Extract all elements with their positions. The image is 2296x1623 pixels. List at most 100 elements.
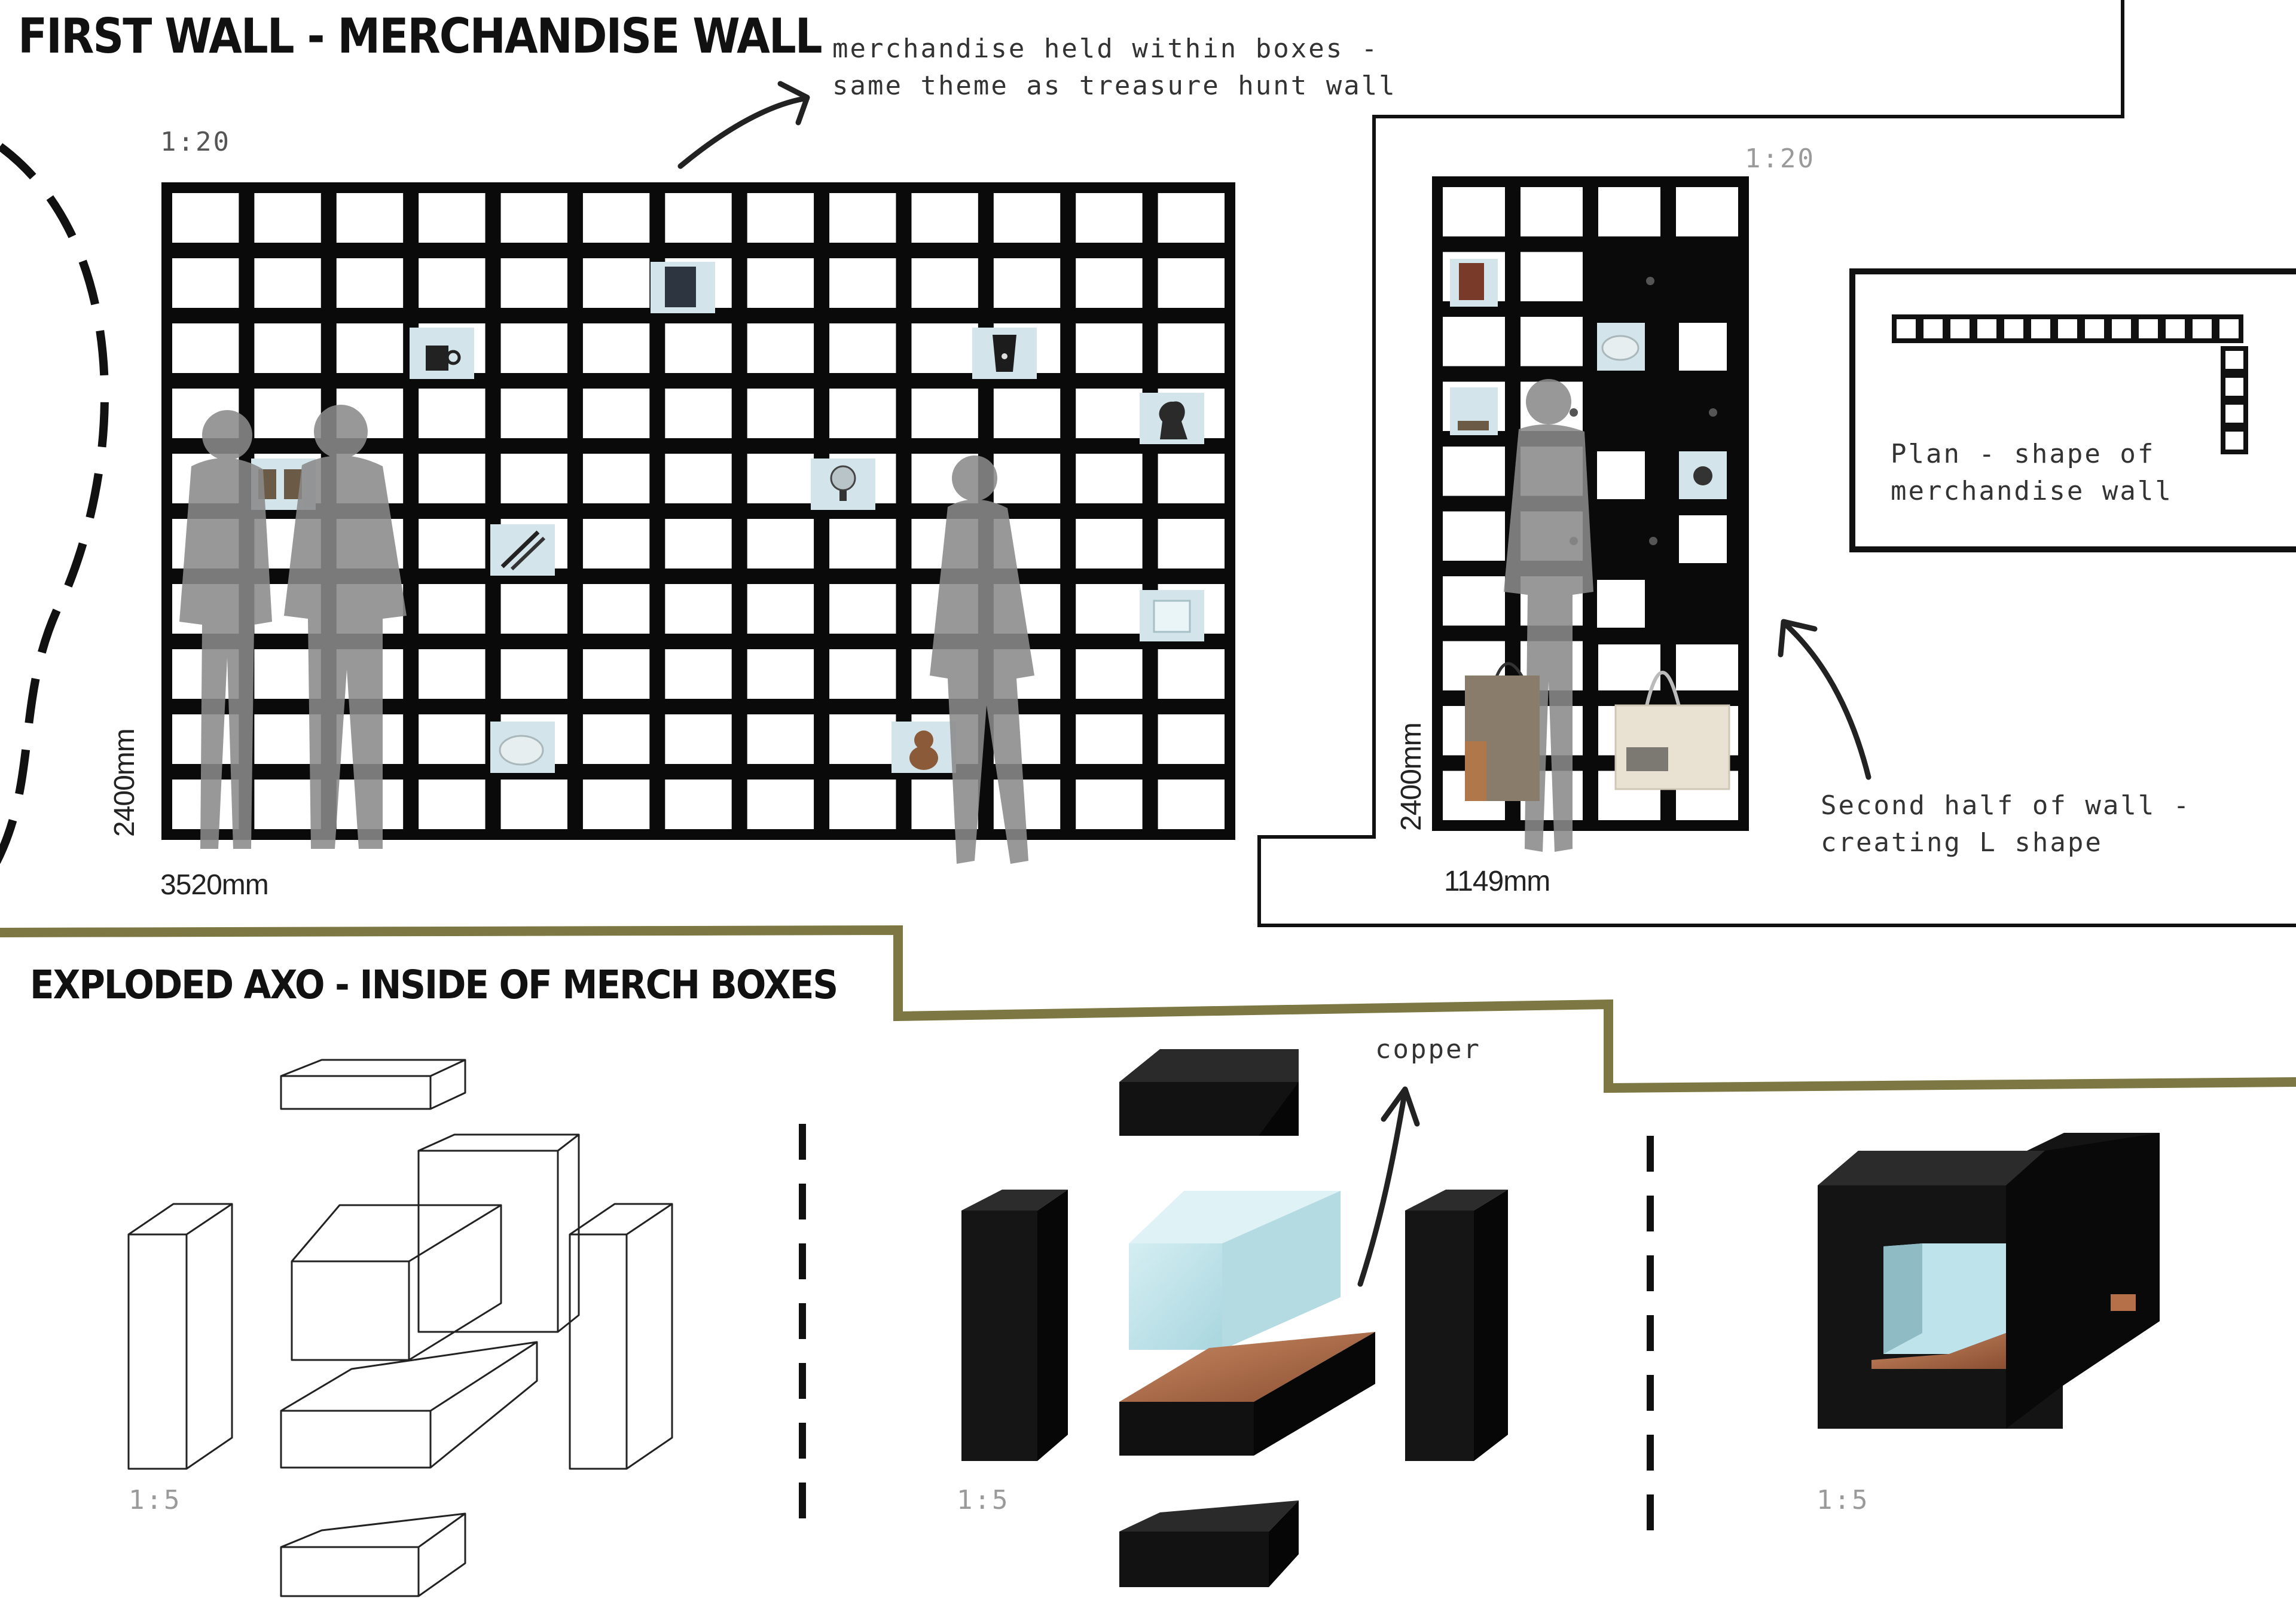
plan-module xyxy=(1892,314,1921,343)
main-wall-cell xyxy=(500,389,567,438)
section-title-exploded-axo: EXPLODED AXO - INSIDE OF MERCH BOXES xyxy=(30,962,837,1008)
plan-module xyxy=(2161,314,2190,343)
main-wall-cell xyxy=(582,584,650,634)
main-wall-cell xyxy=(829,584,896,634)
axo-wireframe xyxy=(127,1059,673,1597)
main-wall-cell xyxy=(500,649,567,699)
main-wall-cell xyxy=(582,714,650,764)
main-wall-cell xyxy=(500,454,567,503)
main-wall-cell xyxy=(665,323,732,373)
scale-axo-assembled: 1:5 xyxy=(1816,1485,1869,1515)
main-wall-cell xyxy=(993,389,1061,438)
note-second-half-line2: creating L shape xyxy=(1821,827,2103,858)
main-wall-cell xyxy=(665,454,732,503)
merch-item-bust xyxy=(1140,393,1204,444)
side-item-book xyxy=(1450,259,1498,307)
main-wall-cell xyxy=(747,258,814,308)
main-wall-cell xyxy=(665,649,732,699)
main-wall-cell xyxy=(582,323,650,373)
main-wall-cell xyxy=(829,389,896,438)
main-wall-cell xyxy=(911,193,978,243)
main-wall-cell xyxy=(500,258,567,308)
side-wall-open-cell xyxy=(1597,451,1645,499)
plan-module xyxy=(2134,314,2163,343)
main-wall-cell xyxy=(1076,714,1143,764)
side-wall-cell xyxy=(1443,317,1505,366)
main-wall-cell xyxy=(665,584,732,634)
main-wall-cell xyxy=(582,649,650,699)
main-wall-cell xyxy=(1076,389,1143,438)
main-wall-cell xyxy=(1076,323,1143,373)
main-wall-cell xyxy=(419,389,486,438)
main-wall-cell xyxy=(582,258,650,308)
plan-module xyxy=(2221,346,2248,374)
side-wall-cell xyxy=(1676,641,1738,690)
main-wall-cell xyxy=(829,258,896,308)
main-wall-cell xyxy=(1076,584,1143,634)
merch-item-mug xyxy=(410,328,474,379)
main-wall-cell xyxy=(747,323,814,373)
plan-module xyxy=(2026,314,2055,343)
main-wall-cell xyxy=(829,649,896,699)
main-wall-cell xyxy=(1158,519,1225,568)
plan-module xyxy=(2221,373,2248,401)
main-wall-cell xyxy=(1158,323,1225,373)
main-wall-cell xyxy=(582,454,650,503)
side-wall-cell xyxy=(1443,576,1505,626)
main-wall-cell xyxy=(500,193,567,243)
side-wall-cell xyxy=(1598,187,1660,237)
merch-item-teddy-bear xyxy=(891,722,956,773)
main-wall-cell xyxy=(1158,649,1225,699)
bag-paper xyxy=(1465,662,1540,801)
arrow-to-copper xyxy=(1357,1086,1420,1287)
side-wall-cell xyxy=(1521,252,1583,301)
plan-module xyxy=(1919,314,1947,343)
plan-label-line1: Plan - shape of xyxy=(1891,439,2155,469)
plan-module xyxy=(2188,314,2216,343)
scale-side-wall: 1:20 xyxy=(1745,143,1815,174)
side-wall-open-cell xyxy=(1679,323,1727,371)
main-wall-cell xyxy=(829,714,896,764)
note-merch-boxes-line1: merchandise held within boxes - xyxy=(832,33,1379,64)
plan-frame xyxy=(1849,268,2296,552)
main-wall-cell xyxy=(993,258,1061,308)
main-wall-cell xyxy=(500,780,567,829)
main-wall-cell xyxy=(254,193,321,243)
dashed-path-left xyxy=(0,143,109,864)
main-wall-cell xyxy=(1076,649,1143,699)
person-silhouette-left xyxy=(179,410,272,849)
bag-tote xyxy=(1614,671,1730,790)
plan-label-line2: merchandise wall xyxy=(1891,476,2173,506)
main-wall-cell xyxy=(829,780,896,829)
main-wall-cell xyxy=(336,323,404,373)
side-wall-cell xyxy=(1598,641,1660,690)
side-item-piggy xyxy=(1597,323,1645,371)
side-wall-peg xyxy=(1646,277,1654,285)
axo-assembled xyxy=(1818,1133,2160,1429)
dim-side-wall-height: 2400mm xyxy=(1396,723,1427,831)
side-wall-cell xyxy=(1443,511,1505,561)
main-wall-cell xyxy=(1076,454,1143,503)
main-wall-cell xyxy=(1158,193,1225,243)
axo-exploded xyxy=(961,1049,1508,1587)
note-merch-boxes-line2: same theme as treasure hunt wall xyxy=(832,71,1397,101)
main-wall-cell xyxy=(419,714,486,764)
main-wall-cell xyxy=(1076,193,1143,243)
arrow-to-merch-note xyxy=(677,81,810,169)
main-wall-cell xyxy=(419,519,486,568)
main-wall-cell xyxy=(747,584,814,634)
main-wall-cell xyxy=(665,519,732,568)
scale-axo-exploded: 1:5 xyxy=(957,1485,1009,1515)
main-wall-cell xyxy=(582,780,650,829)
side-item-box xyxy=(1450,387,1498,435)
merch-item-glass-object xyxy=(1140,590,1204,641)
side-item-glass xyxy=(1679,451,1727,499)
side-wall-peg xyxy=(1570,408,1578,417)
plan-module xyxy=(2221,400,2248,427)
main-wall-cell xyxy=(829,193,896,243)
side-wall-cell xyxy=(1676,187,1738,237)
dim-main-wall-width: 3520mm xyxy=(160,869,268,901)
main-wall-cell xyxy=(1076,780,1143,829)
main-wall-cell xyxy=(665,193,732,243)
